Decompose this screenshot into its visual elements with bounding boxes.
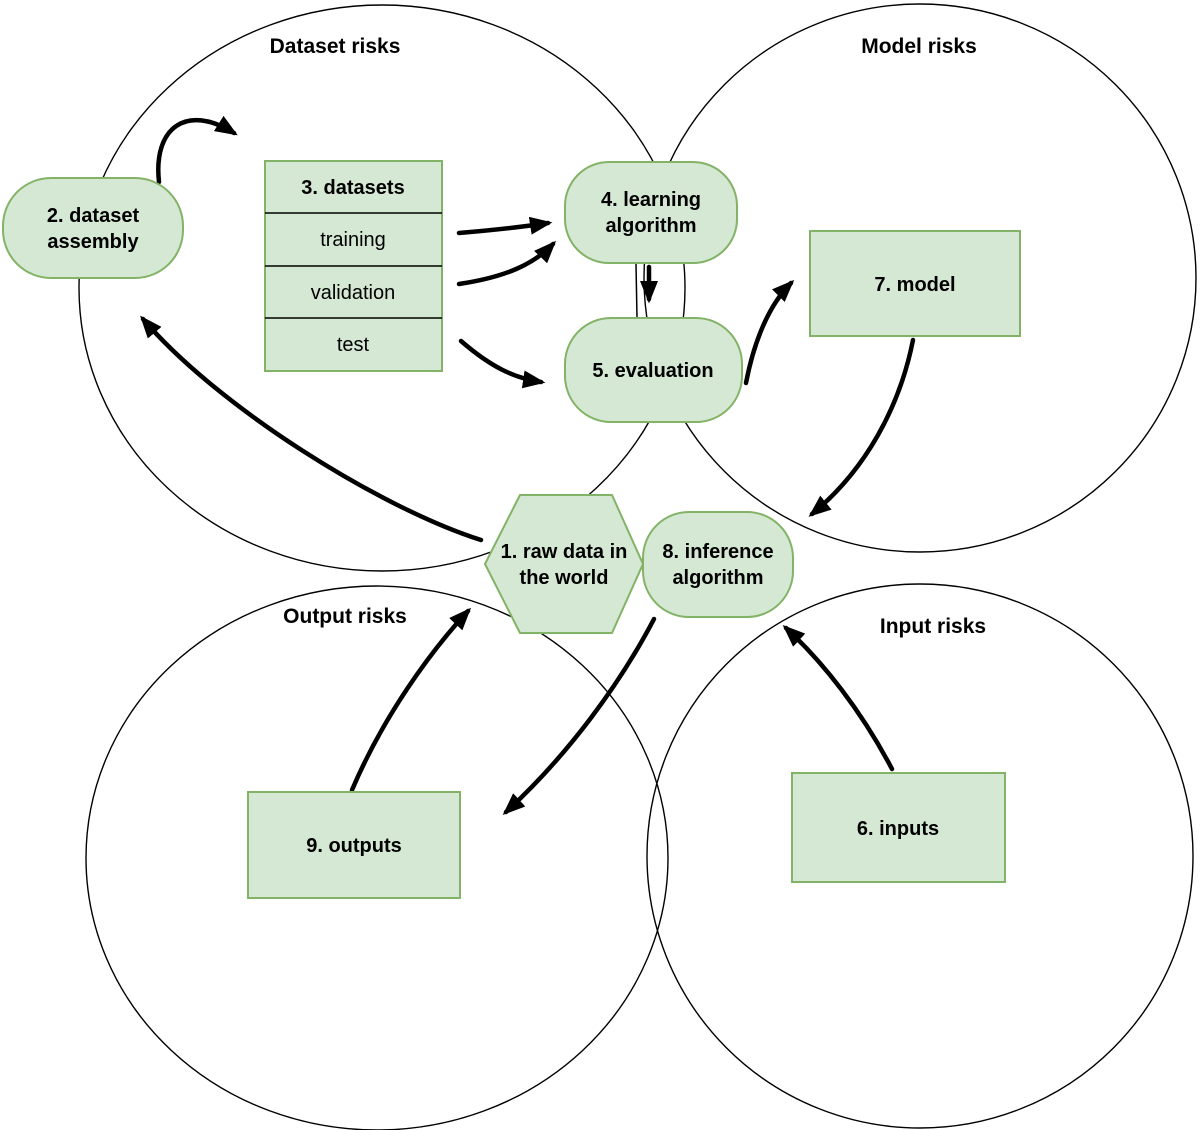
evaluation-label: 5. evaluation — [592, 360, 713, 382]
datasets-row-validation: validation — [311, 282, 396, 304]
node-inputs: 6. inputs — [791, 772, 1006, 883]
output-risks-label: Output risks — [283, 605, 407, 628]
arrows — [140, 115, 916, 816]
outputs-label: 9. outputs — [306, 835, 402, 857]
learning-label-line2: algorithm — [605, 215, 696, 237]
arrow-test-to-evaluation — [458, 338, 546, 389]
output-risks-circle — [85, 585, 669, 1130]
arrow-outputs-to-rawdata — [349, 607, 472, 793]
arrow-evaluation-to-model — [743, 279, 795, 386]
arrow-assembly-loop — [156, 115, 238, 185]
node-learning-algorithm: 4. learning algorithm — [564, 161, 738, 264]
input-risks-circle — [646, 583, 1194, 1129]
raw-data-label-line2: the world — [520, 567, 609, 589]
arrow-inputs-to-inference — [782, 624, 895, 772]
dataset-risks-label: Dataset risks — [270, 35, 401, 58]
arrow-inference-to-outputs — [502, 616, 657, 816]
node-raw-data-hexagon: 1. raw data in the world — [483, 494, 645, 634]
node-model: 7. model — [809, 230, 1021, 337]
node-outputs: 9. outputs — [247, 791, 461, 899]
node-dataset-assembly: 2. dataset assembly — [2, 177, 184, 279]
arrow-model-to-inference — [808, 337, 916, 517]
arrow-training-to-learning — [456, 216, 553, 236]
line-learning-to-evaluation — [635, 263, 638, 319]
inference-label-line1: 8. inference — [662, 541, 773, 563]
inference-label-line2: algorithm — [672, 567, 763, 589]
arrow-validation-to-learning — [456, 240, 557, 287]
nodes: 2. dataset assembly 3. datasets training… — [2, 160, 1021, 899]
inputs-label: 6. inputs — [857, 818, 939, 840]
learning-label-line1: 4. learning — [601, 189, 701, 211]
dataset-assembly-label-line1: 2. dataset — [47, 205, 140, 227]
dataset-risks-circle — [78, 4, 686, 572]
node-evaluation: 5. evaluation — [564, 317, 743, 423]
risk-regions: Dataset risks Model risks Output risks I… — [78, 3, 1197, 1130]
node-inference-algorithm: 8. inference algorithm — [642, 511, 794, 618]
datasets-row-training: training — [320, 229, 386, 251]
datasets-table-header: 3. datasets — [301, 177, 404, 199]
node-datasets-table: 3. datasets training validation test — [264, 160, 443, 372]
model-label: 7. model — [874, 274, 955, 296]
datasets-row-test: test — [337, 334, 370, 356]
input-risks-label: Input risks — [880, 615, 986, 638]
dataset-assembly-label-line2: assembly — [47, 231, 139, 253]
raw-data-label-line1: 1. raw data in — [501, 541, 628, 563]
arrow-rawdata-to-assembly — [140, 315, 484, 543]
model-risks-label: Model risks — [861, 35, 977, 58]
model-risks-circle — [643, 3, 1197, 553]
